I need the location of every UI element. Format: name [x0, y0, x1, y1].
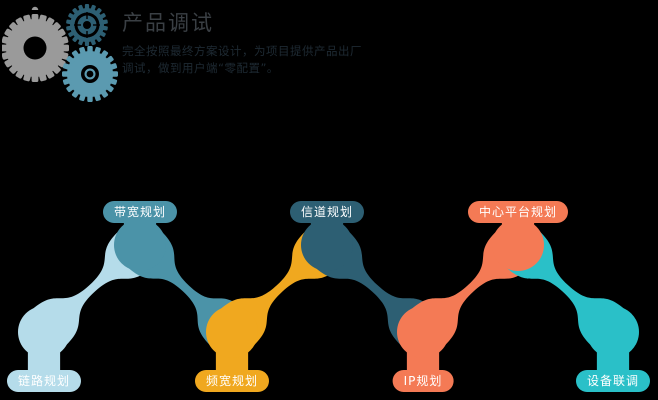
flow-node-circle [492, 219, 544, 271]
flow-node-label-n5[interactable]: IP规划 [392, 370, 454, 392]
gear-cluster-svg [1, 4, 118, 102]
gear-icon-small-dark-blue [66, 4, 108, 46]
page-title: 产品调试 [122, 11, 214, 35]
header-text-block: 产品调试 完全按照最终方案设计，为项目提供产品出厂调试，做到用户端“零配置”。 [122, 8, 522, 77]
flow-node-label-n6[interactable]: 中心平台规划 [467, 201, 569, 223]
flow-node-circle [397, 306, 449, 358]
flow-node-bulb[interactable] [18, 306, 70, 374]
flow-node-circle [18, 306, 70, 358]
flow-diagram-svg [18, 203, 639, 374]
flow-node-circle [587, 306, 639, 358]
flow-node-bulb[interactable] [206, 306, 258, 374]
page-description: 完全按照最终方案设计，为项目提供产品出厂调试，做到用户端“零配置”。 [122, 44, 362, 75]
flow-node-circle [206, 306, 258, 358]
flow-node-label-n3[interactable]: 频宽规划 [194, 370, 270, 392]
flow-node-label-n2[interactable]: 带宽规划 [102, 201, 178, 223]
flow-node-label-n4[interactable]: 信道规划 [289, 201, 365, 223]
flow-node-circle [114, 219, 166, 271]
gear-cluster [1, 2, 120, 106]
flow-node-bulb[interactable] [397, 306, 449, 374]
slide-header: 产品调试 完全按照最终方案设计，为项目提供产品出厂调试，做到用户端“零配置”。 [0, 0, 658, 130]
node-bulb-layer [18, 203, 639, 374]
flow-node-label-n1[interactable]: 链路规划 [6, 370, 82, 392]
process-flow-diagram: 链路规划 带宽规划频宽规划 信道规划 IP规划 中心平台规划设备联调 [0, 150, 658, 400]
flow-node-label-n7[interactable]: 设备联调 [575, 370, 651, 392]
gear-icon-large-gray [1, 6, 69, 82]
flow-node-circle [301, 219, 353, 271]
gear-icon-medium-teal [62, 46, 118, 102]
flow-node-bulb[interactable] [587, 306, 639, 374]
